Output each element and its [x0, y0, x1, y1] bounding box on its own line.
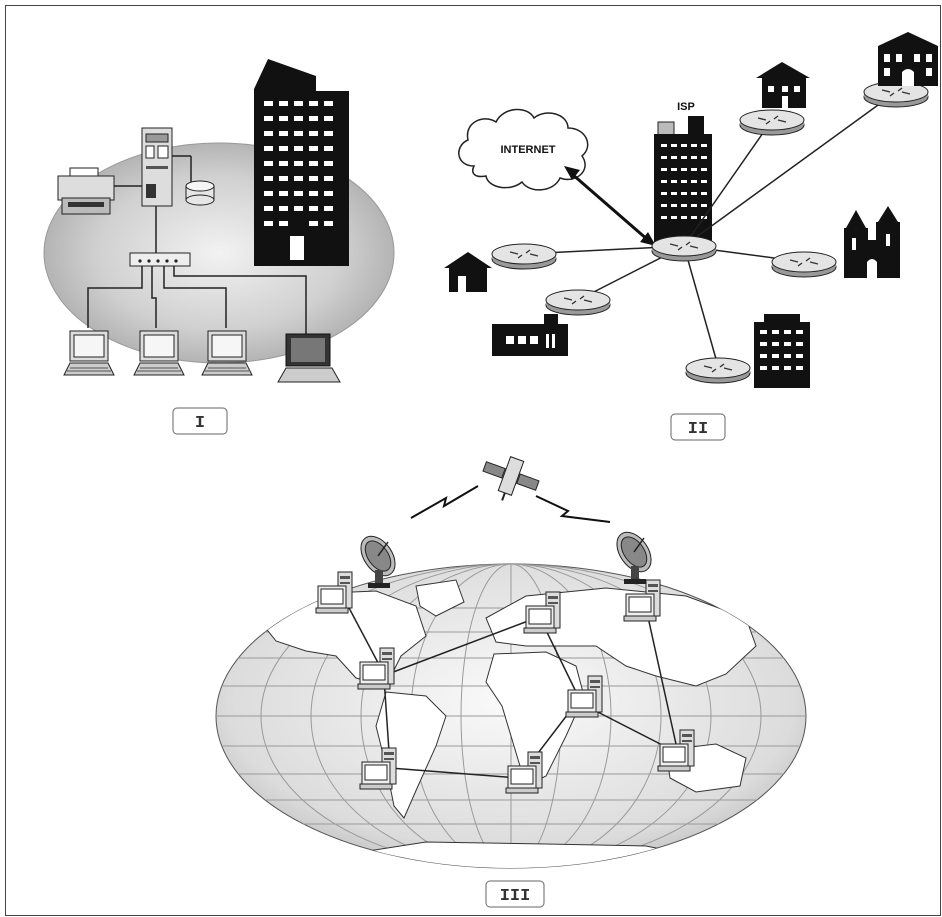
router-icon	[545, 289, 611, 316]
printer-icon	[57, 167, 115, 215]
router-icon	[491, 243, 557, 270]
router-icon	[771, 251, 837, 278]
router-icon	[685, 357, 751, 384]
satellite-icon	[482, 456, 540, 501]
house-icon	[756, 62, 810, 108]
router-icon	[739, 109, 805, 136]
panel-lan-label-box	[172, 407, 228, 435]
factory-icon	[492, 314, 568, 356]
panel-wan-label-box	[485, 880, 545, 908]
computer-icon	[315, 571, 353, 614]
laptop-icon	[63, 330, 115, 376]
internet-link-arrow	[564, 166, 656, 246]
internet-label: INTERNET	[501, 144, 556, 156]
storage-icon	[185, 180, 215, 206]
house-icon	[444, 252, 492, 292]
church-icon	[844, 206, 900, 278]
panel-wan-label: III	[500, 887, 531, 906]
server-icon	[141, 127, 173, 207]
panel-man-label: II	[688, 420, 708, 439]
switch-icon	[129, 252, 191, 267]
notebook-icon	[277, 333, 341, 383]
router-icon	[651, 235, 717, 262]
figure-frame: I INTERNET ISP	[5, 5, 941, 916]
network-types-diagram: I INTERNET ISP	[43, 32, 938, 908]
signal-icon	[535, 495, 611, 523]
panel-lan-label: I	[195, 414, 205, 433]
isp-label: ISP	[677, 101, 695, 113]
office-building-icon	[254, 59, 349, 266]
panel-man: INTERNET ISP	[444, 32, 938, 441]
panel-wan: III	[215, 456, 807, 908]
apartment-building-icon	[754, 314, 810, 388]
signal-icon	[410, 485, 479, 519]
panel-lan: I	[43, 59, 395, 435]
laptop-icon	[201, 330, 253, 376]
internet-cloud-icon	[458, 108, 589, 191]
isp-building-icon	[654, 116, 712, 242]
laptop-icon	[133, 330, 185, 376]
panel-man-label-box	[670, 413, 726, 441]
mansion-icon	[878, 32, 938, 86]
